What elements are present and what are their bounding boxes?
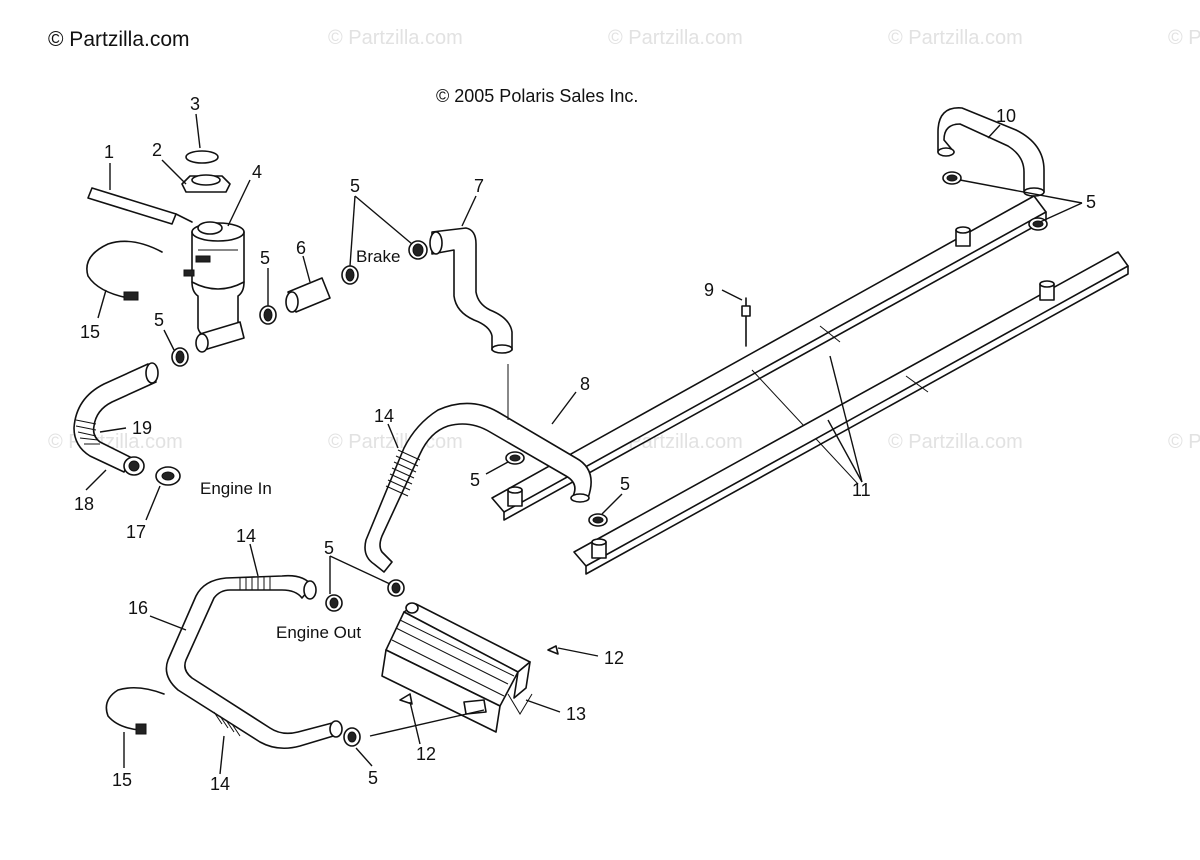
callout-8: 8 (580, 374, 590, 394)
part-hose-clamp[interactable] (343, 727, 361, 747)
callout-19: 19 (132, 418, 152, 438)
part-hose-clamp[interactable] (408, 240, 428, 260)
watermark: © Partzilla.com (1168, 431, 1200, 453)
part-brake-hose[interactable] (429, 227, 513, 354)
callout-7: 7 (474, 176, 484, 196)
part-rivet-upper[interactable] (547, 645, 559, 655)
part-rivet[interactable] (741, 297, 751, 347)
part-exchanger-fitting[interactable] (1039, 280, 1055, 301)
callout-13: 13 (566, 704, 586, 724)
callout-5: 5 (620, 474, 630, 494)
part-hose-clamp[interactable] (325, 594, 343, 612)
part-pressure-cap[interactable] (181, 174, 231, 193)
watermark: © Partzilla.com (888, 27, 1023, 49)
part-lower-coolant-hose[interactable] (165, 574, 343, 750)
callout-numbers: 1 2 3 4 5 6 5 5 7 10 5 9 15 5 8 19 14 11… (74, 94, 1096, 794)
callout-1: 1 (104, 142, 114, 162)
callout-5: 5 (324, 538, 334, 558)
callout-10: 10 (996, 106, 1016, 126)
callout-2: 2 (152, 140, 162, 160)
callout-5: 5 (154, 310, 164, 330)
part-hose-clamp[interactable] (588, 513, 608, 527)
watermark: © Partzilla.com (1168, 27, 1200, 49)
callout-14: 14 (236, 526, 256, 546)
callout-17: 17 (126, 522, 146, 542)
part-cable-tie-lower[interactable] (105, 686, 165, 735)
part-front-heat-exchanger[interactable] (381, 602, 533, 733)
part-hose-clamp[interactable] (341, 265, 359, 285)
watermark-layer: © Partzilla.com © Partzilla.com © Partzi… (48, 27, 1200, 453)
callout-12: 12 (604, 648, 624, 668)
copyright-notice: © 2005 Polaris Sales Inc. (436, 86, 638, 106)
watermark: © Partzilla.com (328, 27, 463, 49)
callout-5: 5 (368, 768, 378, 788)
callout-18: 18 (74, 494, 94, 514)
watermark: © Partzilla.com (888, 431, 1023, 453)
brand-watermark: © Partzilla.com (48, 28, 190, 51)
part-heat-exchanger-right[interactable] (573, 251, 1129, 575)
part-exchanger-to-engine-hose[interactable] (364, 364, 592, 573)
label-engine-out: Engine Out (276, 623, 361, 642)
callout-5: 5 (470, 470, 480, 490)
part-exchanger-fitting[interactable] (955, 226, 971, 247)
part-exchanger-fitting[interactable] (591, 538, 607, 559)
leader-lines (85, 113, 1083, 775)
part-short-hose[interactable] (285, 277, 331, 313)
part-rivet-lower[interactable] (399, 693, 413, 705)
part-cable-tie-upper[interactable] (86, 240, 163, 301)
callout-14: 14 (374, 406, 394, 426)
callout-5: 5 (350, 176, 360, 196)
callout-3: 3 (190, 94, 200, 114)
part-hose-clamp[interactable] (171, 347, 189, 367)
callout-5: 5 (1086, 192, 1096, 212)
part-coolant-reservoir[interactable] (183, 221, 245, 339)
watermark: © Partzilla.com (608, 27, 743, 49)
callout-15: 15 (112, 770, 132, 790)
part-heat-exchanger-hose-upper[interactable] (937, 107, 1045, 197)
part-exchanger-fitting[interactable] (507, 486, 523, 507)
callout-6: 6 (296, 238, 306, 258)
callout-14: 14 (210, 774, 230, 794)
part-hose-clamp[interactable] (387, 579, 405, 597)
callout-16: 16 (128, 598, 148, 618)
label-engine-in: Engine In (200, 479, 272, 498)
part-reservoir-outlet[interactable] (195, 321, 245, 353)
callout-4: 4 (252, 162, 262, 182)
callout-11: 11 (852, 480, 871, 500)
label-brake: Brake (356, 247, 400, 266)
part-heat-exchanger-left[interactable] (491, 195, 1047, 521)
callout-5: 5 (260, 248, 270, 268)
part-hose-clamp[interactable] (942, 171, 962, 185)
part-hose-clamp[interactable] (505, 451, 525, 465)
callout-15: 15 (80, 322, 100, 342)
part-gasket[interactable] (185, 150, 219, 164)
part-engine-in-clamp[interactable] (155, 466, 181, 486)
part-engine-in-hose[interactable] (73, 362, 159, 476)
part-hose-clamp[interactable] (259, 305, 277, 325)
part-overflow-tube[interactable] (87, 187, 193, 225)
callout-9: 9 (704, 280, 714, 300)
callout-12: 12 (416, 744, 436, 764)
